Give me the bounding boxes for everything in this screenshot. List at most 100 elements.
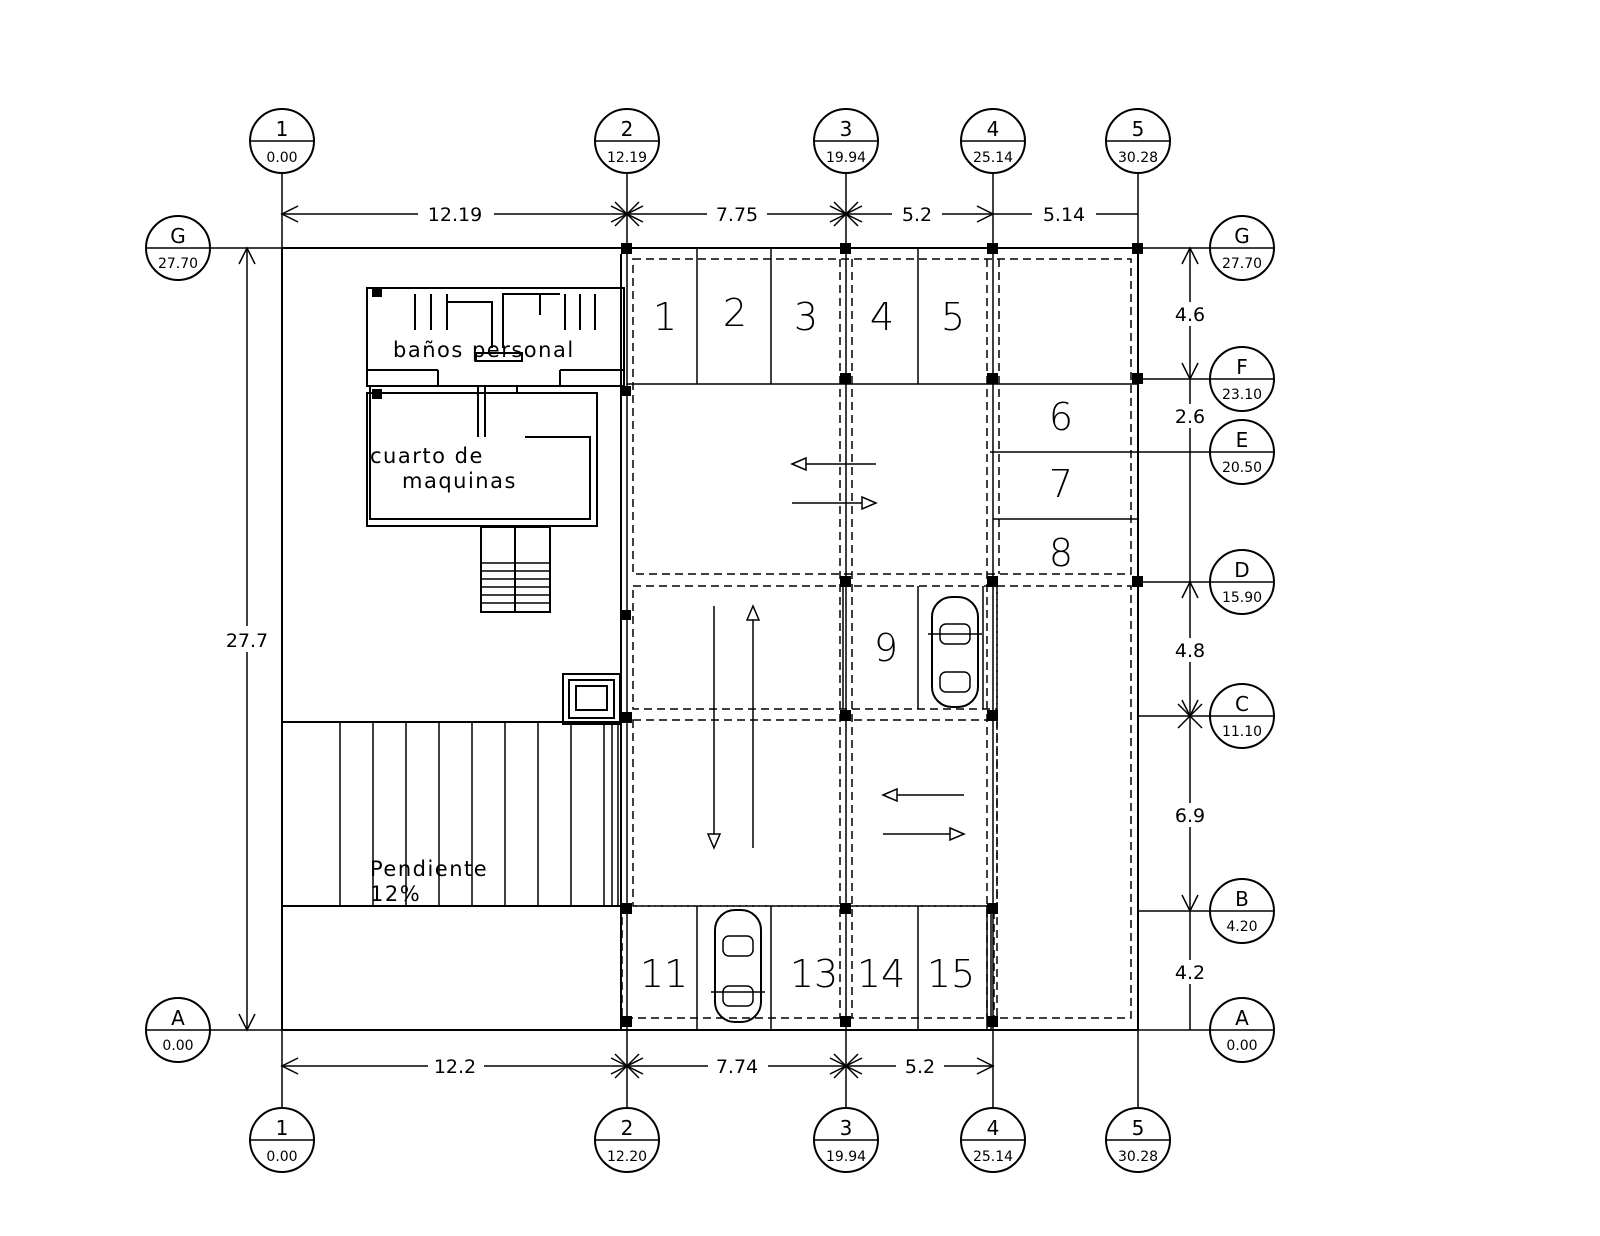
svg-text:4.20: 4.20 — [1226, 919, 1257, 935]
svg-text:25.14: 25.14 — [973, 150, 1013, 166]
grid-bubble-column: 5 30.28 — [1105, 108, 1171, 174]
svg-text:1: 1 — [276, 1116, 289, 1140]
dim-bottom-1: 12.2 — [434, 1056, 476, 1078]
traffic-arrows — [706, 456, 966, 850]
building-outline — [281, 247, 1139, 1031]
label-pendiente: Pendiente — [370, 857, 488, 881]
dimension-top: 12.19 7.75 5.2 5.14 — [280, 201, 1138, 227]
stall-number: 2 — [723, 291, 747, 335]
grid-lines — [210, 174, 1212, 1108]
svg-text:15.90: 15.90 — [1222, 590, 1262, 606]
stall-number: 5 — [941, 295, 965, 339]
label-cuarto-de: cuarto de — [370, 444, 484, 468]
dim-bottom-2: 7.74 — [716, 1056, 758, 1078]
room-labels: baños personal cuarto de maquinas Pendie… — [370, 338, 575, 906]
stall-number: 11 — [640, 952, 688, 996]
svg-text:30.28: 30.28 — [1118, 150, 1158, 166]
svg-text:0.00: 0.00 — [162, 1038, 193, 1054]
svg-text:3: 3 — [840, 1116, 853, 1140]
dim-top-1: 12.19 — [428, 204, 482, 226]
car-icon — [711, 909, 765, 1023]
grid-bubble-row: E 20.50 — [1209, 419, 1275, 485]
stall-number: 9 — [874, 626, 898, 670]
stall-number: 7 — [1049, 462, 1073, 506]
svg-text:27.70: 27.70 — [1222, 256, 1262, 272]
dim-top-3: 5.2 — [902, 204, 932, 226]
label-pendiente-percent: 12% — [370, 882, 421, 906]
grid-bubble-row: F 23.10 — [1209, 346, 1275, 412]
grid-bubble-row: B 4.20 — [1209, 878, 1275, 944]
grid-bubble-column: 1 0.00 — [249, 1107, 315, 1173]
svg-text:2: 2 — [621, 117, 634, 141]
svg-text:0.00: 0.00 — [266, 150, 297, 166]
svg-text:5: 5 — [1132, 117, 1145, 141]
stall-number: 8 — [1049, 531, 1073, 575]
svg-text:4: 4 — [987, 1116, 1000, 1140]
dim-right-2: 2.6 — [1175, 406, 1205, 428]
dim-right-5: 4.2 — [1175, 962, 1205, 984]
svg-text:4: 4 — [987, 117, 1000, 141]
svg-text:F: F — [1236, 355, 1248, 379]
svg-text:2: 2 — [621, 1116, 634, 1140]
dimension-bottom: 12.2 7.74 5.2 — [280, 1053, 995, 1079]
svg-text:12.19: 12.19 — [607, 150, 647, 166]
svg-text:G: G — [1234, 224, 1250, 248]
svg-text:G: G — [170, 224, 186, 248]
svg-text:12.20: 12.20 — [607, 1149, 647, 1165]
stall-numbers: 1 2 3 4 5 6 7 8 9 11 13 14 15 — [640, 291, 1073, 996]
grid-bubble-row: G 27.70 — [1209, 215, 1275, 281]
grid-bubbles-top: 1 0.00 2 12.19 3 19.94 4 25.14 5 30.28 — [249, 108, 1171, 174]
grid-bubble-column: 1 0.00 — [249, 108, 315, 174]
label-banos-personal: baños personal — [393, 338, 575, 362]
dim-top-2: 7.75 — [716, 204, 758, 226]
svg-text:D: D — [1234, 558, 1249, 582]
parking-outlines — [621, 258, 1132, 1019]
svg-text:1: 1 — [276, 117, 289, 141]
dim-top-4: 5.14 — [1043, 204, 1085, 226]
grid-bubbles-left: G 27.70 A 0.00 — [145, 215, 211, 1063]
grid-bubbles-bottom: 1 0.00 2 12.20 3 19.94 4 25.14 5 30.28 — [249, 1107, 1171, 1173]
stall-number: 13 — [790, 952, 838, 996]
dim-left: 27.7 — [226, 630, 268, 652]
svg-text:E: E — [1236, 428, 1249, 452]
grid-bubble-column: 2 12.19 — [594, 108, 660, 174]
svg-text:3: 3 — [840, 117, 853, 141]
label-maquinas: maquinas — [402, 469, 517, 493]
svg-text:20.50: 20.50 — [1222, 460, 1262, 476]
grid-bubble-row: G 27.70 — [145, 215, 211, 281]
svg-text:5: 5 — [1132, 1116, 1145, 1140]
grid-bubble-column: 3 19.94 — [813, 108, 879, 174]
stair-treads — [481, 562, 550, 604]
svg-text:30.28: 30.28 — [1118, 1149, 1158, 1165]
grid-bubble-column: 4 25.14 — [960, 108, 1026, 174]
stall-number: 14 — [857, 952, 905, 996]
service-area — [282, 254, 625, 1030]
grid-bubble-column: 2 12.20 — [594, 1107, 660, 1173]
grid-bubble-column: 5 30.28 — [1105, 1107, 1171, 1173]
dimension-left: 27.7 — [222, 246, 272, 1032]
dim-right-3: 4.8 — [1175, 640, 1205, 662]
ramp-strips — [339, 722, 619, 906]
grid-bubble-column: 4 25.14 — [960, 1107, 1026, 1173]
grid-bubble-column: 3 19.94 — [813, 1107, 879, 1173]
grid-bubble-row: C 11.10 — [1209, 683, 1275, 749]
stall-number: 1 — [653, 295, 677, 339]
dim-bottom-3: 5.2 — [905, 1056, 935, 1078]
stall-number: 15 — [927, 952, 975, 996]
svg-text:A: A — [171, 1006, 185, 1030]
svg-text:0.00: 0.00 — [1226, 1038, 1257, 1054]
svg-text:A: A — [1235, 1006, 1249, 1030]
dim-right-1: 4.6 — [1175, 304, 1205, 326]
svg-text:25.14: 25.14 — [973, 1149, 1013, 1165]
stall-number: 4 — [870, 295, 894, 339]
svg-text:23.10: 23.10 — [1222, 387, 1262, 403]
svg-text:19.94: 19.94 — [826, 1149, 866, 1165]
dim-right-4: 6.9 — [1175, 805, 1205, 827]
grid-bubble-row: A 0.00 — [145, 997, 211, 1063]
svg-text:19.94: 19.94 — [826, 150, 866, 166]
dimension-right: 4.6 2.6 4.8 6.9 4.2 — [1170, 246, 1210, 1030]
grid-bubble-row: D 15.90 — [1209, 549, 1275, 615]
svg-text:27.70: 27.70 — [158, 256, 198, 272]
stall-number: 3 — [794, 295, 818, 339]
